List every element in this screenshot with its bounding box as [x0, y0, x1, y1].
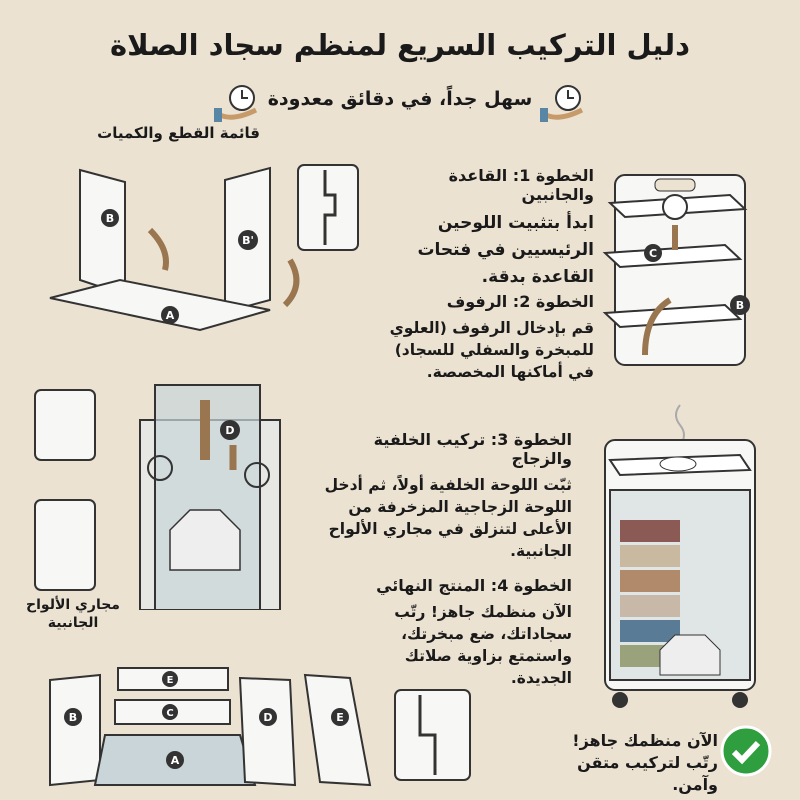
subtitle: سهل جداً، في دقائق معدودة [267, 88, 533, 110]
step-3: الخطوة 3: تركيب الخلفية والزجاج ثبّت الل… [310, 430, 572, 562]
part-b: B [69, 711, 77, 724]
step-4-text: الآن منظمك جاهز! رتّب سجاداتك، ضع مبخرتك… [394, 603, 572, 687]
parts-list-title: قائمة القطع والكميات [97, 124, 260, 142]
base-a [49, 278, 271, 332]
final-product-illustration [604, 404, 756, 708]
step-1-title: الخطوة 1: القاعدة والجانبين [448, 166, 594, 204]
step-2-text: قم بإدخال الرفوف (العلوي للمبخرة والسفلي… [389, 319, 594, 381]
step-4-title: الخطوة 4: المنتج النهائي [376, 576, 572, 595]
label-b-prime: B' [242, 234, 254, 247]
part-e: E [336, 711, 344, 724]
rails-label: مجاري الألواح الجانبية [26, 597, 120, 631]
part-a: A [171, 754, 180, 767]
step1-illustration: B B' A [49, 164, 359, 332]
part-c: C [166, 708, 173, 719]
step-1-text: ابدأ بتثبيت اللوحين الرئيسيين في فتحات ا… [417, 213, 594, 287]
clock-hand-icon [540, 84, 586, 128]
mosque-decoration [169, 509, 241, 571]
slot-detail [297, 164, 359, 251]
step-3-text: ثبّت اللوحة الخلفية أولاً، ثم أدخل اللوح… [324, 476, 572, 560]
step3-illustration: D [34, 384, 281, 610]
parts-list: B E C A D E [49, 667, 471, 787]
final-note: الآن منظمك جاهز! رتّب لتركيب متقن وآمن. [572, 731, 718, 794]
step-3-title: الخطوة 3: تركيب الخلفية والزجاج [373, 430, 572, 468]
label-b: B [106, 212, 114, 225]
page-title: دليل التركيب السريع لمنظم سجاد الصلاة [109, 28, 691, 62]
step-2: الخطوة 2: الرفوف قم بإدخال الرفوف (العلو… [372, 292, 594, 383]
label-d: D [225, 424, 234, 437]
arrow-icon [642, 297, 672, 356]
arrow-icon [282, 258, 300, 308]
part-d: D [263, 711, 272, 724]
rail-detail [34, 499, 96, 591]
label-b: B [736, 299, 744, 312]
panel-b [79, 168, 126, 297]
step-2-title: الخطوة 2: الرفوف [446, 292, 594, 311]
arrow-icon [147, 227, 169, 271]
clock-hand-icon [214, 84, 260, 128]
part-e: E [167, 675, 174, 686]
rail-detail [34, 389, 96, 461]
step2-illustration: C B [602, 174, 750, 366]
step-1: الخطوة 1: القاعدة والجانبين ابدأ بتثبيت … [372, 166, 594, 291]
label-a: A [166, 309, 175, 322]
label-c: C [649, 247, 657, 260]
checkmark-icon [720, 725, 772, 781]
step-4: الخطوة 4: المنتج النهائي الآن منظمك جاهز… [350, 576, 572, 689]
